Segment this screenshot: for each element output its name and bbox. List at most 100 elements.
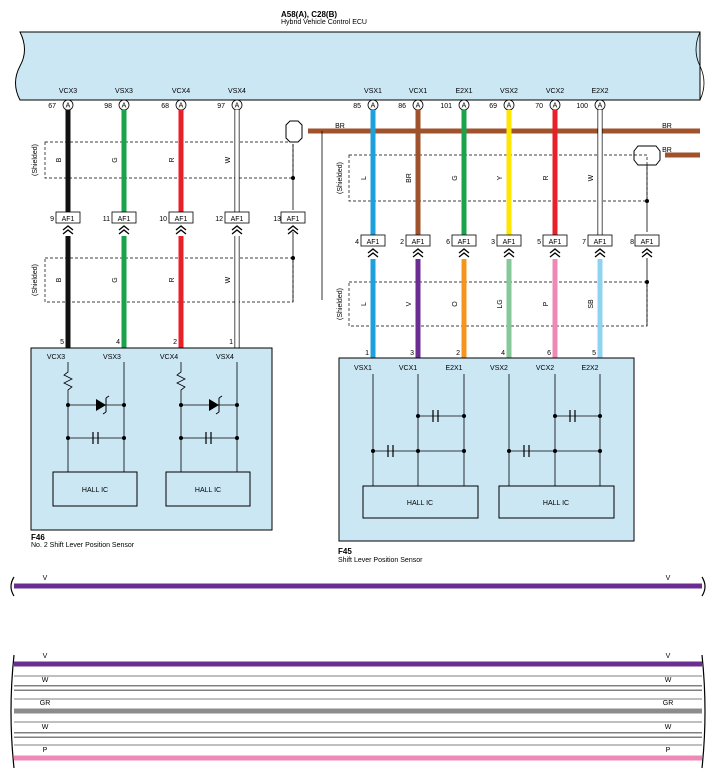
left-drain-junction: [291, 176, 295, 180]
right-wire-color-lower-1: V: [406, 301, 413, 306]
f46-pin-name-0: VCX3: [47, 354, 65, 361]
left-upper-shield-label: (Shielded): [32, 144, 39, 176]
left-sensor-pin-0: 5: [60, 339, 64, 346]
left-ecu-pin-name-2: VCX4: [172, 88, 190, 95]
ecu-name-label: Hybrid Vehicle Control ECU: [281, 19, 367, 26]
left-af1-pin-0: 9: [50, 216, 54, 223]
left-af1-label-2-text: AF1: [175, 216, 188, 223]
bus-border-bottom-left: [10, 654, 15, 769]
left-af1-label-3-text: AF1: [231, 216, 244, 223]
left-af1-label-3: [224, 211, 250, 224]
left-af1-label-0-text: AF1: [62, 216, 75, 223]
right-upper-shield-label: (Shielded): [337, 162, 344, 194]
left-af1-label-0: [55, 211, 81, 224]
left-shield-af1-chevron: [287, 225, 299, 235]
right-wire-color-lower-3: LG: [497, 299, 504, 308]
left-sensor-pin-3: 1: [229, 339, 233, 346]
f45-hall-ic-a-label: HALL IC: [407, 500, 433, 507]
right-af1-label-4-text: AF1: [549, 239, 562, 246]
right-af1-pin-3: 3: [491, 239, 495, 246]
bus-label-left-3: GR: [40, 700, 51, 707]
left-af1-pin-3: 12: [215, 216, 223, 223]
ground-wire-label-right1: BR: [662, 123, 672, 130]
right-sensor-pin-5: 5: [592, 350, 596, 357]
f45-dot-0-0: [416, 414, 420, 418]
bus-label-right-1: V: [666, 653, 671, 660]
left-af1-label-1-text: AF1: [118, 216, 131, 223]
left-ecu-pin-num-0: 67: [48, 103, 56, 110]
left-wire-color-upper-2: R: [169, 157, 176, 162]
f45-dot-3-0: [553, 414, 557, 418]
f46-zener-bar-0: [102, 395, 110, 415]
left-wire-color-upper-1: G: [112, 157, 119, 162]
right-wire-color-upper-1: BR: [406, 173, 413, 183]
bus-border-top-left: [10, 576, 15, 597]
left-sensor-pin-2: 2: [173, 339, 177, 346]
f46-zener-diode-2: [209, 399, 219, 411]
left-af1-chevron-0: [62, 225, 74, 235]
f45-dot-3-4: [598, 449, 602, 453]
right-drain-junction: [645, 199, 649, 203]
right-drain-junction-lower: [645, 280, 649, 284]
right-sensor-pin-2: 2: [456, 350, 460, 357]
f46-dot-2-0: [179, 403, 183, 407]
f45-dot-0-2: [371, 449, 375, 453]
bus-label-left-2: W: [42, 677, 49, 684]
left-wire-color-upper-0: B: [56, 157, 63, 162]
left-ecu-pin-num-1: 98: [104, 103, 112, 110]
bus-label-left-0: V: [43, 575, 48, 582]
right-shield-af1-label: [634, 234, 660, 247]
right-ecu-pin-num-1: 86: [398, 103, 406, 110]
right-lower-shield-label: (Shielded): [337, 288, 344, 320]
left-af1-chevron-1: [118, 225, 130, 235]
right-ecu-pin-name-2: E2X1: [455, 88, 472, 95]
left-shield-af1-pin: 13: [273, 216, 281, 223]
left-ecu-pin-0-text: A: [66, 103, 71, 110]
left-af1-chevron-2: [175, 225, 187, 235]
left-ecu-pin-3-text: A: [235, 103, 240, 110]
right-af1-label-5: [587, 234, 613, 247]
ground-wire-label-left: BR: [335, 123, 345, 130]
right-af1-label-1: [405, 234, 431, 247]
f46-zener-bar-2: [215, 395, 223, 415]
right-shield-af1-chevron: [641, 248, 653, 258]
f45-name-label: Shift Lever Position Sensor: [338, 557, 423, 564]
right-ecu-pin-name-3: VSX2: [500, 88, 518, 95]
right-ecu-pin-num-3: 69: [489, 103, 497, 110]
left-ground-splice: [285, 120, 303, 143]
f46-resistor-2: [176, 362, 186, 472]
f45-dot-0-4: [462, 449, 466, 453]
f46-hall-ic-b: [165, 471, 251, 507]
left-ecu-pin-num-2: 68: [161, 103, 169, 110]
right-af1-pin-1: 2: [400, 239, 404, 246]
right-af1-label-4: [542, 234, 568, 247]
ecu-box: [15, 31, 701, 101]
left-drain-junction-lower: [291, 256, 295, 260]
left-af1-chevron-3: [231, 225, 243, 235]
left-shield-af1-label: [280, 211, 306, 224]
right-af1-chevron-5: [594, 248, 606, 258]
left-sensor-pin-1: 4: [116, 339, 120, 346]
right-af1-chevron-3: [503, 248, 515, 258]
right-af1-label-3-text: AF1: [503, 239, 516, 246]
bus-border-bottom-right: [701, 654, 706, 769]
f46-dot-0-0: [66, 403, 70, 407]
f46-hall-ic-a: [52, 471, 138, 507]
right-af1-pin-2: 6: [446, 239, 450, 246]
f45-hall-ic-a: [362, 485, 479, 519]
right-ecu-pin-1-text: A: [416, 103, 421, 110]
f46-dot-2-3: [235, 436, 239, 440]
right-ecu-pin-name-5: E2X2: [591, 88, 608, 95]
left-wire-color-lower-2: R: [169, 277, 176, 282]
left-shield-af1-label-text: AF1: [287, 216, 300, 223]
f46-hall-ic-a-label: HALL IC: [82, 487, 108, 494]
right-af1-chevron-2: [458, 248, 470, 258]
right-shield-af1-pin: 8: [630, 239, 634, 246]
left-wire-color-upper-3: W: [225, 156, 232, 163]
right-ecu-pin-num-4: 70: [535, 103, 543, 110]
right-shield-af1-label-text: AF1: [641, 239, 654, 246]
left-ecu-pin-num-3: 97: [217, 103, 225, 110]
right-wire-color-upper-0: L: [361, 176, 368, 180]
left-af1-pin-2: 10: [159, 216, 167, 223]
bus-label-left-4: W: [42, 724, 49, 731]
